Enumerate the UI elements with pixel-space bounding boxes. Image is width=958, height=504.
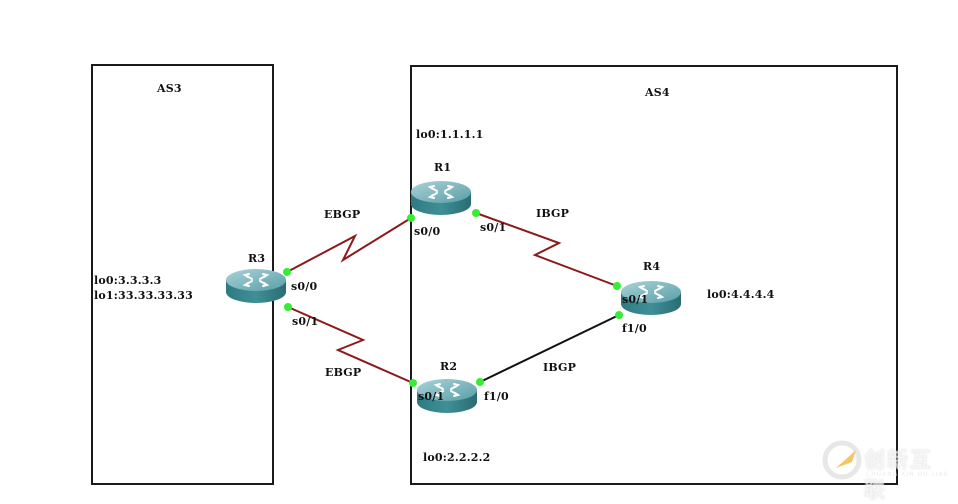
- r3-if-s0-0: s0/0: [291, 280, 318, 293]
- r1-if-s0-0: s0/0: [414, 225, 441, 238]
- watermark: 创新互联 CHUANG XIN HU LIAN: [822, 438, 952, 502]
- watermark-subtext: CHUANG XIN HU LIAN: [866, 471, 950, 478]
- r4-if-s0-1: s0/1: [622, 293, 649, 306]
- r3-loopback-lo1: lo1:33.33.33.33: [94, 289, 193, 302]
- r3-if-s0-1: s0/1: [292, 315, 319, 328]
- link-r1-r4-protocol: IBGP: [536, 207, 570, 220]
- router-r1-icon[interactable]: [410, 180, 472, 216]
- link-r3-r1-serial: [286, 217, 412, 273]
- r3-loopback-lo0: lo0:3.3.3.3: [94, 274, 162, 287]
- router-r3-icon[interactable]: [225, 268, 287, 304]
- link-r3-r1-protocol: EBGP: [324, 208, 361, 221]
- as3-label: AS3: [157, 82, 182, 95]
- r2-if-f1-0: f1/0: [484, 390, 509, 403]
- r4-loopback-lo0: lo0:4.4.4.4: [707, 288, 775, 301]
- r1-if-s0-1: s0/1: [480, 221, 507, 234]
- r1-loopback-lo0: lo0:1.1.1.1: [416, 128, 484, 141]
- r2-loopback-lo0: lo0:2.2.2.2: [423, 451, 491, 464]
- link-r3-r2-serial: [287, 306, 414, 384]
- link-r2-r4-protocol: IBGP: [543, 361, 577, 374]
- router-r4-label: R4: [643, 260, 661, 273]
- router-r2-label: R2: [440, 360, 458, 373]
- topology-links: [286, 212, 620, 384]
- router-r4-icon[interactable]: [620, 280, 682, 316]
- as4-boundary: [410, 65, 898, 485]
- router-r1-label: R1: [434, 161, 452, 174]
- r2-if-s0-1: s0/1: [418, 390, 445, 403]
- router-r3-label: R3: [248, 252, 266, 265]
- as4-label: AS4: [645, 86, 670, 99]
- link-r1-r4-serial: [475, 212, 618, 287]
- router-r2-icon[interactable]: [416, 378, 478, 414]
- watermark-logo-icon: [822, 440, 862, 480]
- link-r3-r2-protocol: EBGP: [325, 366, 362, 379]
- r4-if-f1-0: f1/0: [622, 322, 647, 335]
- link-r2-r4-ethernet: [479, 314, 620, 383]
